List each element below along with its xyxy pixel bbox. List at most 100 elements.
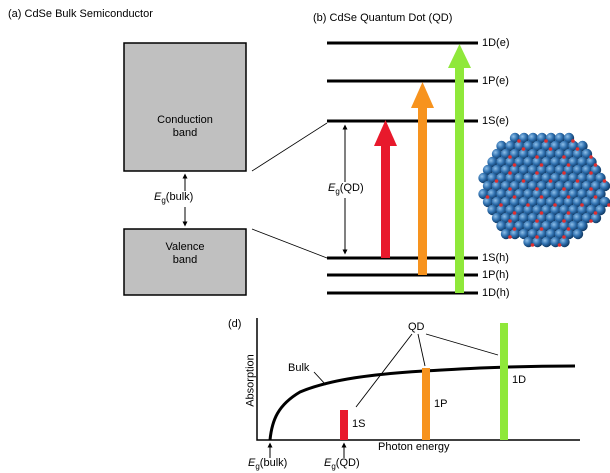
level-label-1sh: 1S(h) (482, 252, 509, 264)
qd-atom (514, 156, 525, 168)
eg-bulk-symbol: E (248, 457, 256, 469)
qd-atom-small (548, 179, 553, 183)
qd-gap-tail: (QD) (339, 182, 364, 194)
qd-atom (545, 148, 557, 160)
qd-atom-small (535, 171, 539, 175)
qd-atom (496, 204, 507, 216)
qd-atom (509, 148, 521, 160)
qd-atom (563, 228, 575, 240)
qd-atom (505, 140, 516, 152)
qd-atom (545, 132, 557, 144)
qd-atom-small (580, 203, 584, 207)
peak-1s-bar (340, 410, 348, 440)
qd-atom (550, 140, 561, 152)
qd-atom (563, 164, 575, 176)
qd-atom (482, 196, 494, 208)
level-label-1pe: 1P(e) (482, 75, 509, 87)
qd-atom (550, 204, 561, 216)
qd-atom (523, 156, 534, 168)
qd-gap-sub: g (335, 187, 340, 197)
bulk-pointer (313, 371, 327, 386)
qd-atom (505, 172, 516, 184)
qd-atom (590, 212, 602, 224)
qd-atom-small (562, 155, 566, 159)
bulk-gap-symbol: E (154, 191, 162, 203)
qd-atom (595, 188, 606, 200)
qd-atom (554, 196, 566, 208)
qd-atom-small (566, 195, 571, 199)
qd-atom-small (535, 187, 539, 191)
qd-atom (590, 164, 602, 176)
qd-atom (577, 140, 588, 152)
qd-atom (541, 220, 552, 232)
qd-atom (514, 220, 525, 232)
qd-atom (572, 228, 584, 240)
eg-qd-label: Eg(QD) (324, 457, 360, 473)
qd-atom (536, 164, 548, 176)
qd-atom-small (517, 139, 521, 143)
qd-atom (550, 220, 561, 232)
qd-atom (590, 196, 602, 208)
level-label-1dh: 1D(h) (482, 287, 510, 299)
qd-atom (568, 204, 579, 216)
qd-atom-small (566, 163, 571, 167)
qd-atom (491, 148, 503, 160)
transition-1p (411, 82, 434, 275)
level-label-1se: 1S(e) (482, 115, 509, 127)
qd-atom (523, 140, 534, 152)
qd-atom (541, 236, 552, 248)
qd-atom-small (508, 171, 512, 175)
qd-atom-small (485, 195, 490, 199)
qd-atom-small (508, 155, 512, 159)
qd-atom-small (562, 219, 566, 223)
qd-atom (532, 236, 543, 248)
qd-atom-small (535, 219, 539, 223)
qd-atom-small (607, 203, 610, 207)
qd-atom (568, 156, 579, 168)
eg-bulk-tail: (bulk) (259, 457, 288, 469)
qd-levels (327, 41, 478, 295)
qd-atom (491, 180, 503, 192)
valence-band (123, 228, 247, 296)
qd-atom (541, 204, 552, 216)
qd-atom (487, 204, 498, 216)
qd-atom (509, 164, 521, 176)
qd-atom (545, 180, 557, 192)
qd-atom (563, 148, 575, 160)
qd-atom-small (499, 203, 503, 207)
qd-pointers (355, 333, 499, 408)
qd-atom (496, 156, 507, 168)
qd-atom (532, 172, 543, 184)
transition-1s (374, 120, 397, 258)
qd-atom (509, 212, 521, 224)
qd-atom-small (557, 243, 562, 247)
qd-atom (523, 220, 534, 232)
qd-atom-small (593, 195, 598, 199)
qd-atom (563, 196, 575, 208)
qd-atom (536, 148, 548, 160)
valence-line2: band (172, 254, 198, 266)
qd-atom (536, 180, 548, 192)
qd-atom (518, 132, 530, 144)
qd-atom (572, 164, 584, 176)
qd-atom (577, 156, 588, 168)
plot-ylabel: Absorption (244, 354, 257, 407)
qd-atom (595, 204, 606, 216)
qd-atom (536, 212, 548, 224)
qd-atom (599, 180, 610, 192)
level-label-1de: 1D(e) (482, 37, 510, 49)
qd-atom (509, 228, 521, 240)
qd-atom-small (566, 227, 571, 231)
qd-atom (554, 132, 566, 144)
valence-label: Valence band (124, 241, 246, 267)
qd-atom (487, 188, 498, 200)
eg-bulk-label: Eg(bulk) (248, 457, 287, 473)
quantum-dot-illustration (478, 132, 610, 248)
qd-atom-small (544, 139, 548, 143)
eg-qd-symbol: E (324, 457, 332, 469)
qd-atom-small (521, 179, 526, 183)
qd-atom (491, 164, 503, 176)
qd-atom-small (508, 187, 512, 191)
qd-atom (559, 140, 570, 152)
